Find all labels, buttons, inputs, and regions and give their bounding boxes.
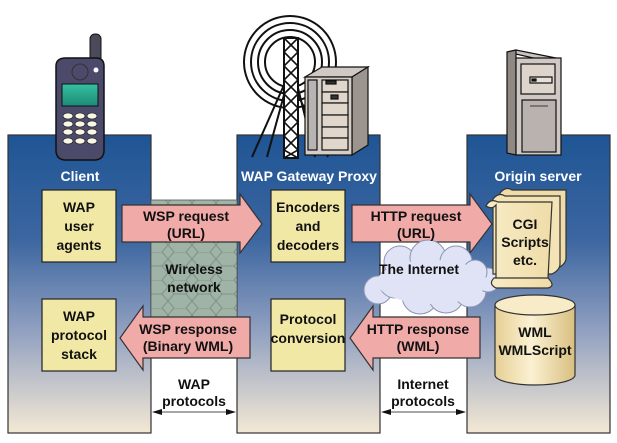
arrow-label: HTTP request (371, 208, 462, 224)
tower-server-icon (506, 49, 562, 156)
arrow-label: (WML) (397, 338, 440, 354)
scroll-label: CGI (513, 216, 538, 232)
wireless-network-label: network (167, 279, 221, 295)
client-title: Client (61, 168, 100, 184)
arrow-label: (URL) (167, 225, 205, 241)
protocol-conversion-box (270, 298, 346, 372)
gateway-title: WAP Gateway Proxy (241, 168, 377, 184)
box-label: WAP (63, 308, 95, 324)
protocols-label: WAP (178, 376, 210, 392)
protocols-label: protocols (391, 393, 455, 409)
protocols-label: Internet (397, 376, 449, 392)
gateway-panel (236, 134, 381, 434)
box-label: agents (56, 237, 101, 253)
arrow-label: WSP response (139, 321, 237, 337)
internet-protocols-dimension (381, 409, 466, 415)
http-request-arrow (351, 192, 493, 255)
radio-tower-icon (243, 15, 337, 159)
http-response-arrow (349, 304, 481, 372)
box-label: and (296, 218, 321, 234)
internet-label: The Internet (379, 261, 459, 277)
wap-protocol-stack-box (41, 298, 117, 372)
database-label: WML (518, 324, 552, 340)
box-label: Protocol (280, 311, 337, 327)
box-label: decoders (277, 237, 339, 253)
origin-title: Origin server (494, 168, 582, 184)
server-rack-icon (302, 65, 371, 157)
wsp-request-arrow (121, 192, 263, 255)
scroll-label: Scripts (501, 234, 549, 250)
box-label: stack (61, 346, 97, 362)
arrow-label: HTTP response (367, 321, 470, 337)
box-label: conversion (271, 330, 346, 346)
box-label: WAP (63, 199, 95, 215)
client-panel (7, 134, 152, 434)
wap-user-agents-box (41, 189, 117, 263)
arrow-label: (URL) (397, 225, 435, 241)
wap-protocols-dimension (152, 409, 236, 415)
arrow-label: (Binary WML) (143, 338, 233, 354)
mobile-phone-icon (55, 33, 105, 161)
scroll-label: etc. (513, 252, 537, 268)
database-label: WMLScript (498, 342, 571, 358)
wireless-network-label: Wireless (165, 261, 223, 277)
cloud-icon (363, 239, 501, 315)
box-label: user (64, 218, 94, 234)
encoders-decoders-box (270, 189, 346, 263)
arrow-label: WSP request (143, 208, 229, 224)
database-icon (494, 294, 576, 386)
protocols-label: protocols (162, 393, 226, 409)
box-label: Encoders (276, 199, 340, 215)
wsp-response-arrow (119, 304, 251, 372)
box-label: protocol (51, 327, 107, 343)
scroll-icon (485, 187, 567, 289)
